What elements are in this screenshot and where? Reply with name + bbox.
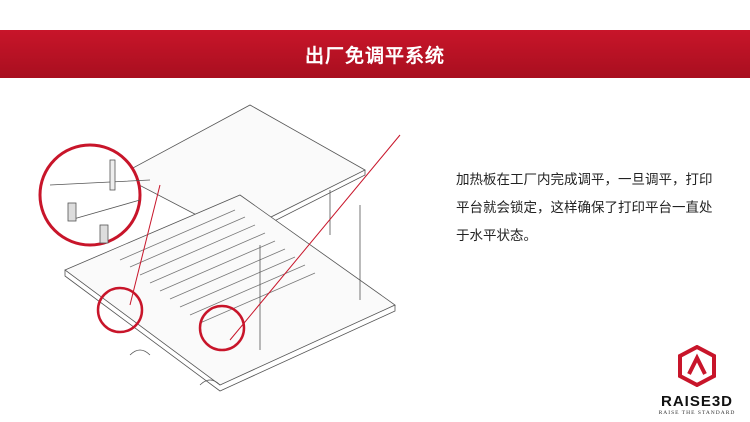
raise3d-logo: RAISE3D RAISE THE STANDARD	[652, 344, 742, 416]
logo-name: RAISE3D	[660, 393, 734, 410]
page-title: 出厂免调平系统	[304, 44, 445, 67]
raise3d-hexagon-icon	[678, 344, 716, 388]
heated-bed-exploded-illustration	[38, 104, 401, 392]
description-text: 加热板在工厂内完成调平，一旦调平，打印平台就会锁定，这样确保了打印平台一直处于水…	[456, 172, 713, 244]
logo-tagline: RAISE THE STANDARD	[658, 410, 736, 416]
title-banner: 出厂免调平系统	[0, 30, 750, 78]
